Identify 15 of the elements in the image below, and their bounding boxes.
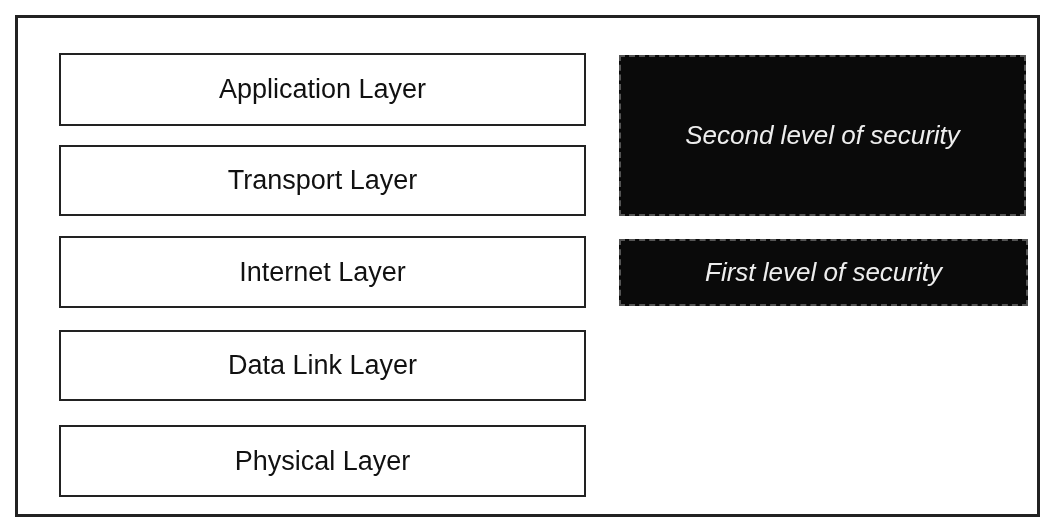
diagram-frame: [15, 15, 1040, 517]
box-label: Application Layer: [218, 74, 427, 105]
security-level-box: [619, 239, 1028, 306]
box-label: Data Link Layer: [227, 350, 418, 381]
layer-box: [59, 53, 586, 126]
security-level-box: [619, 55, 1026, 216]
box-label: Internet Layer: [239, 256, 406, 288]
box-label: Transport Layer: [227, 165, 418, 196]
layer-box: [59, 145, 586, 216]
layer-box: [59, 236, 586, 308]
box-label: Second level of security: [685, 120, 960, 151]
layer-box: [59, 425, 586, 497]
layer-box: [59, 330, 586, 401]
box-label: First level of security: [705, 257, 942, 288]
box-label: Physical Layer: [234, 445, 411, 477]
